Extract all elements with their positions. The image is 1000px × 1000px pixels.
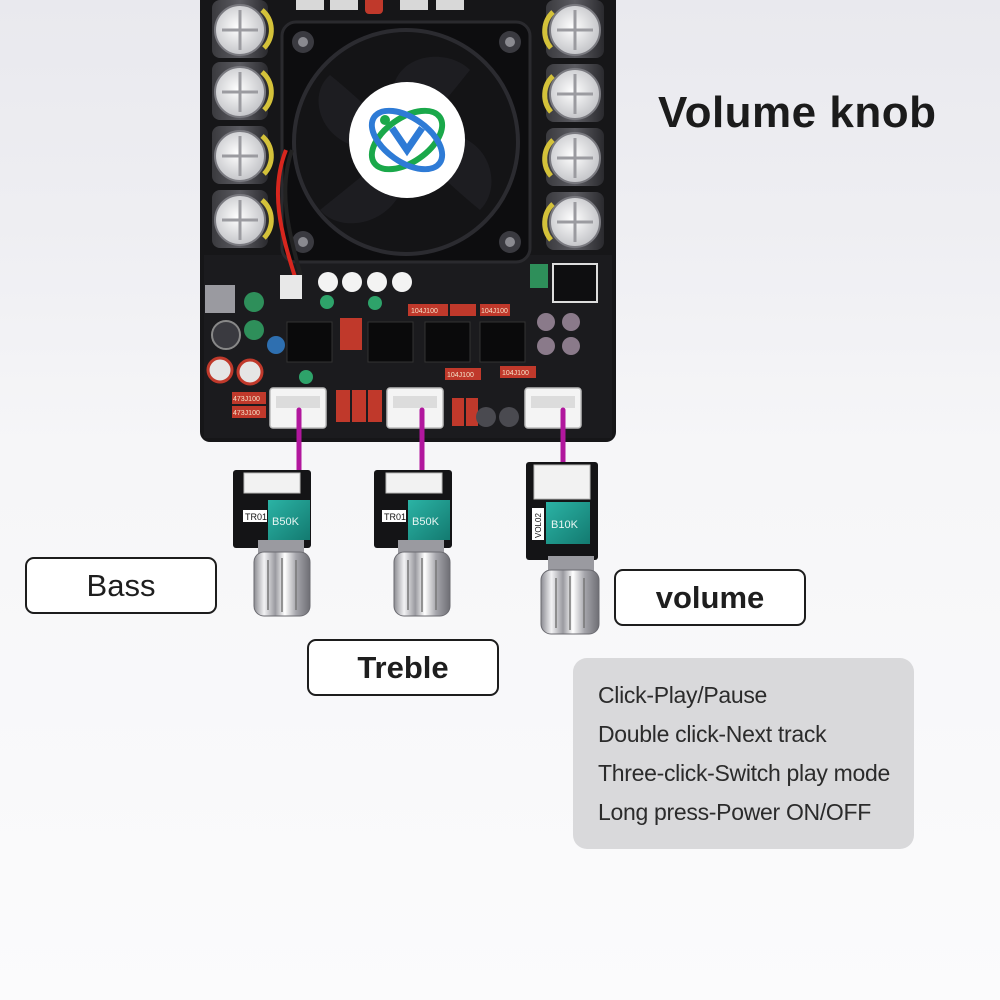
bass-pot-mark: B50K [272,516,300,528]
treble-label: Treble [307,639,499,696]
bass-knob-module[interactable]: TR01 B50K [233,470,311,617]
function-item: Double click-Next track [598,721,827,747]
capacitor-column-right [542,0,604,250]
resistor-mark: 104J100 [447,372,474,379]
brand-logo [349,82,465,198]
treble-module-mark: TR01 [384,512,406,522]
resistor-mark: 104J100 [411,308,438,315]
volume-knob-module[interactable]: VOL02 B10K [526,462,600,635]
volume-functions-panel: Click-Play/Pause Double click-Next track… [573,658,914,849]
resistor-mark: 104J100 [481,308,508,315]
function-item: Three-click-Switch play mode [598,760,890,786]
volume-label: volume [614,569,806,626]
volume-pot-mark: B10K [551,519,579,531]
resistor-mark: 104J100 [502,370,529,377]
board-silkscreen: 473J100 473J100 104J100 104J100 104J100 … [233,308,529,417]
volume-module-mark: VOL02 [534,513,543,538]
page-title: Volume knob [658,88,937,137]
resistor-mark: 473J100 [233,410,260,417]
treble-knob-module[interactable]: TR01 B50K [374,470,452,617]
resistor-mark: 473J100 [233,396,260,403]
bass-module-mark: TR01 [245,512,267,522]
capacitor-column-left [212,0,274,248]
board-connectors [269,387,582,429]
board-components [205,263,598,427]
bass-label: Bass [25,557,217,614]
function-item: Click-Play/Pause [598,682,768,708]
function-item: Long press-Power ON/OFF [598,799,872,825]
treble-pot-mark: B50K [412,516,440,528]
